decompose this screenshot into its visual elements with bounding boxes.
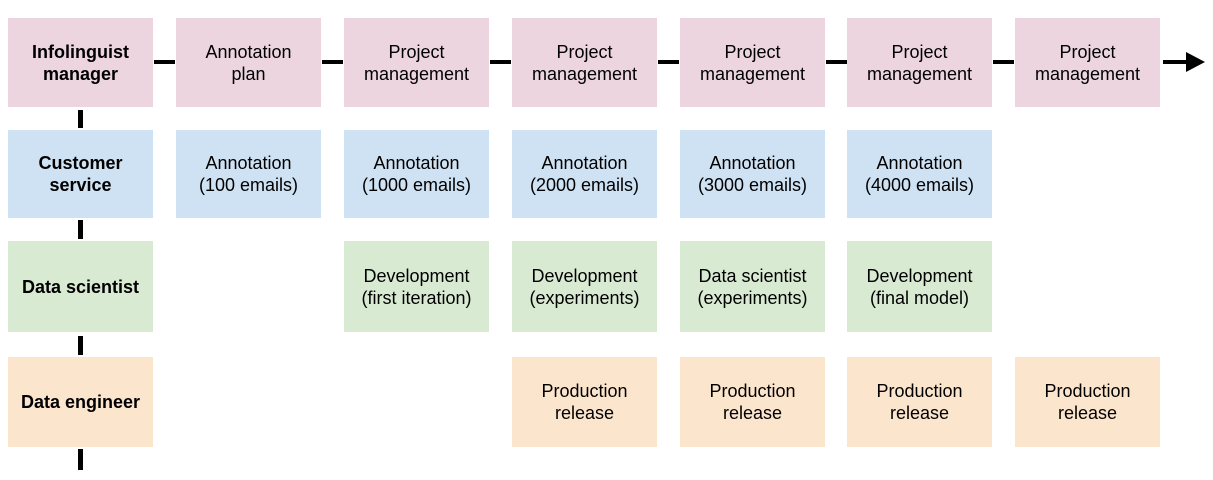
task-production-release-2: Production release [680, 357, 825, 447]
task-project-management-3: Project management [680, 18, 825, 107]
task-annotation-1000-emails: Annotation (1000 emails) [344, 130, 489, 218]
task-data-scientist-experiments: Data scientist (experiments) [680, 241, 825, 332]
flow-dash-5 [826, 60, 847, 64]
lane-label-customer-service: Customer service [8, 130, 153, 218]
task-annotation-2000-emails: Annotation (2000 emails) [512, 130, 657, 218]
task-project-management-2: Project management [512, 18, 657, 107]
timeline-arrow-shaft [1163, 60, 1189, 64]
task-project-management-1: Project management [344, 18, 489, 107]
lane-connector-2 [78, 220, 83, 239]
lane-label-data-engineer: Data engineer [8, 357, 153, 447]
task-annotation-3000-emails: Annotation (3000 emails) [680, 130, 825, 218]
task-annotation-plan: Annotation plan [176, 18, 321, 107]
task-project-management-4: Project management [847, 18, 992, 107]
lane-connector-3 [78, 336, 83, 355]
flow-dash-1 [154, 60, 175, 64]
flow-dash-3 [490, 60, 511, 64]
task-project-management-5: Project management [1015, 18, 1160, 107]
flow-dash-6 [993, 60, 1014, 64]
lane-label-infolinguist-manager: Infolinguist manager [8, 18, 153, 107]
task-production-release-1: Production release [512, 357, 657, 447]
task-annotation-100-emails: Annotation (100 emails) [176, 130, 321, 218]
task-production-release-3: Production release [847, 357, 992, 447]
arrow-right-icon [1186, 52, 1205, 72]
task-annotation-4000-emails: Annotation (4000 emails) [847, 130, 992, 218]
flow-dash-2 [322, 60, 343, 64]
lane-label-data-scientist: Data scientist [8, 241, 153, 332]
task-development-experiments: Development (experiments) [512, 241, 657, 332]
lane-connector-1 [78, 110, 83, 128]
task-development-final-model: Development (final model) [847, 241, 992, 332]
task-development-first-iteration: Development (first iteration) [344, 241, 489, 332]
task-production-release-4: Production release [1015, 357, 1160, 447]
flow-dash-4 [658, 60, 679, 64]
lane-connector-4 [78, 449, 83, 470]
